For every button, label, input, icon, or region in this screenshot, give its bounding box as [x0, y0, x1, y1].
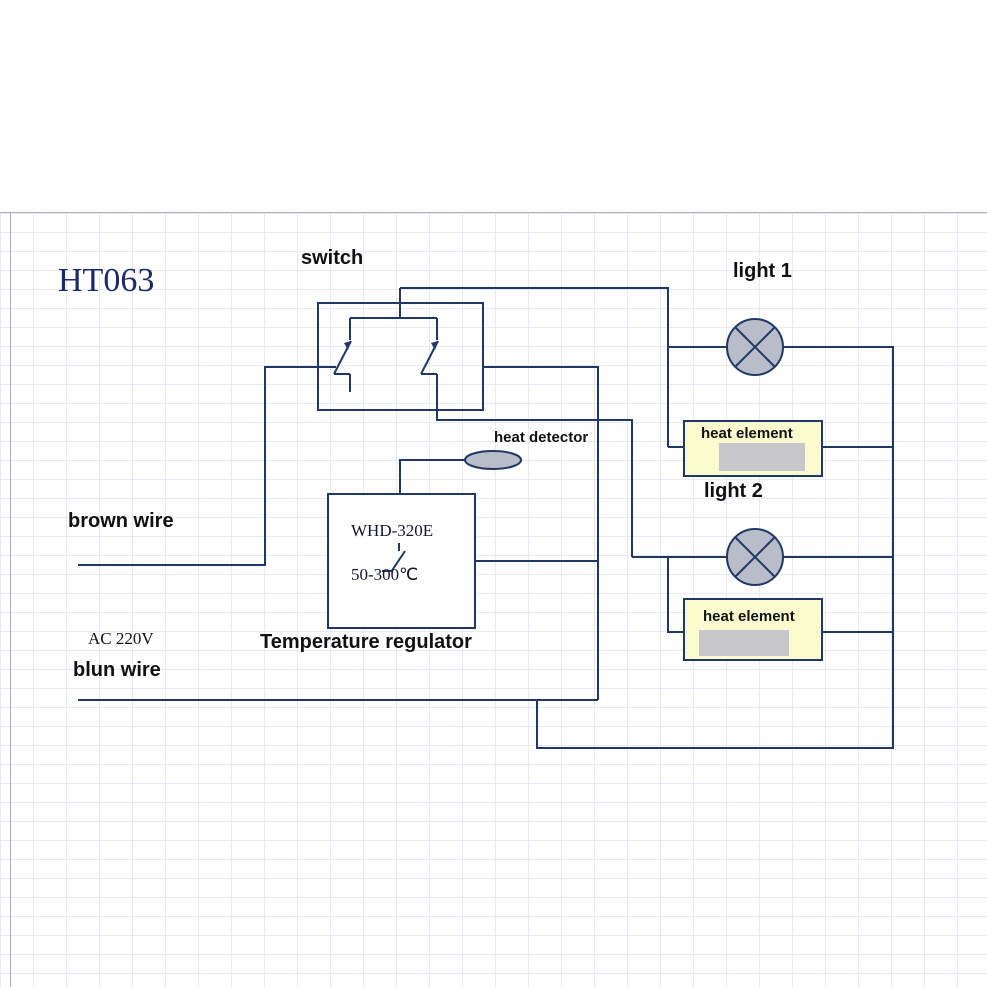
heat-element-1-label: heat element [701, 425, 793, 442]
switch-label: switch [301, 247, 364, 269]
left-boundary-line [10, 213, 11, 987]
heat-detector-label: heat detector [494, 429, 589, 446]
blue-wire-label: blun wire [73, 659, 161, 681]
heat-element-2-shaded-area [699, 630, 789, 656]
brown-wire-label: brown wire [68, 510, 174, 532]
heat-element-1: heat element [683, 420, 823, 477]
switch-pole-2 [420, 318, 439, 392]
heat-element-2: heat element [683, 598, 823, 661]
switch-box [317, 302, 484, 411]
ac-source-label: AC 220V [88, 629, 154, 648]
heat-element-2-label: heat element [703, 608, 795, 625]
regulator-model-text: WHD-320E [351, 521, 434, 540]
temperature-regulator-box [327, 493, 476, 629]
light1-label: light 1 [733, 260, 792, 282]
temperature-regulator-label: Temperature regulator [260, 631, 472, 653]
lamp-2-symbol [726, 528, 784, 586]
heat-detector-bulb [464, 450, 522, 470]
heat-element-1-shaded-area [719, 443, 805, 471]
regulator-contact-symbol [382, 543, 406, 573]
switch-pole-1 [333, 318, 352, 392]
lamp-1-symbol [726, 318, 784, 376]
regulator-range-text: 50-300℃ [351, 565, 419, 584]
light2-label: light 2 [704, 480, 763, 502]
diagram-title: HT063 [58, 262, 155, 299]
